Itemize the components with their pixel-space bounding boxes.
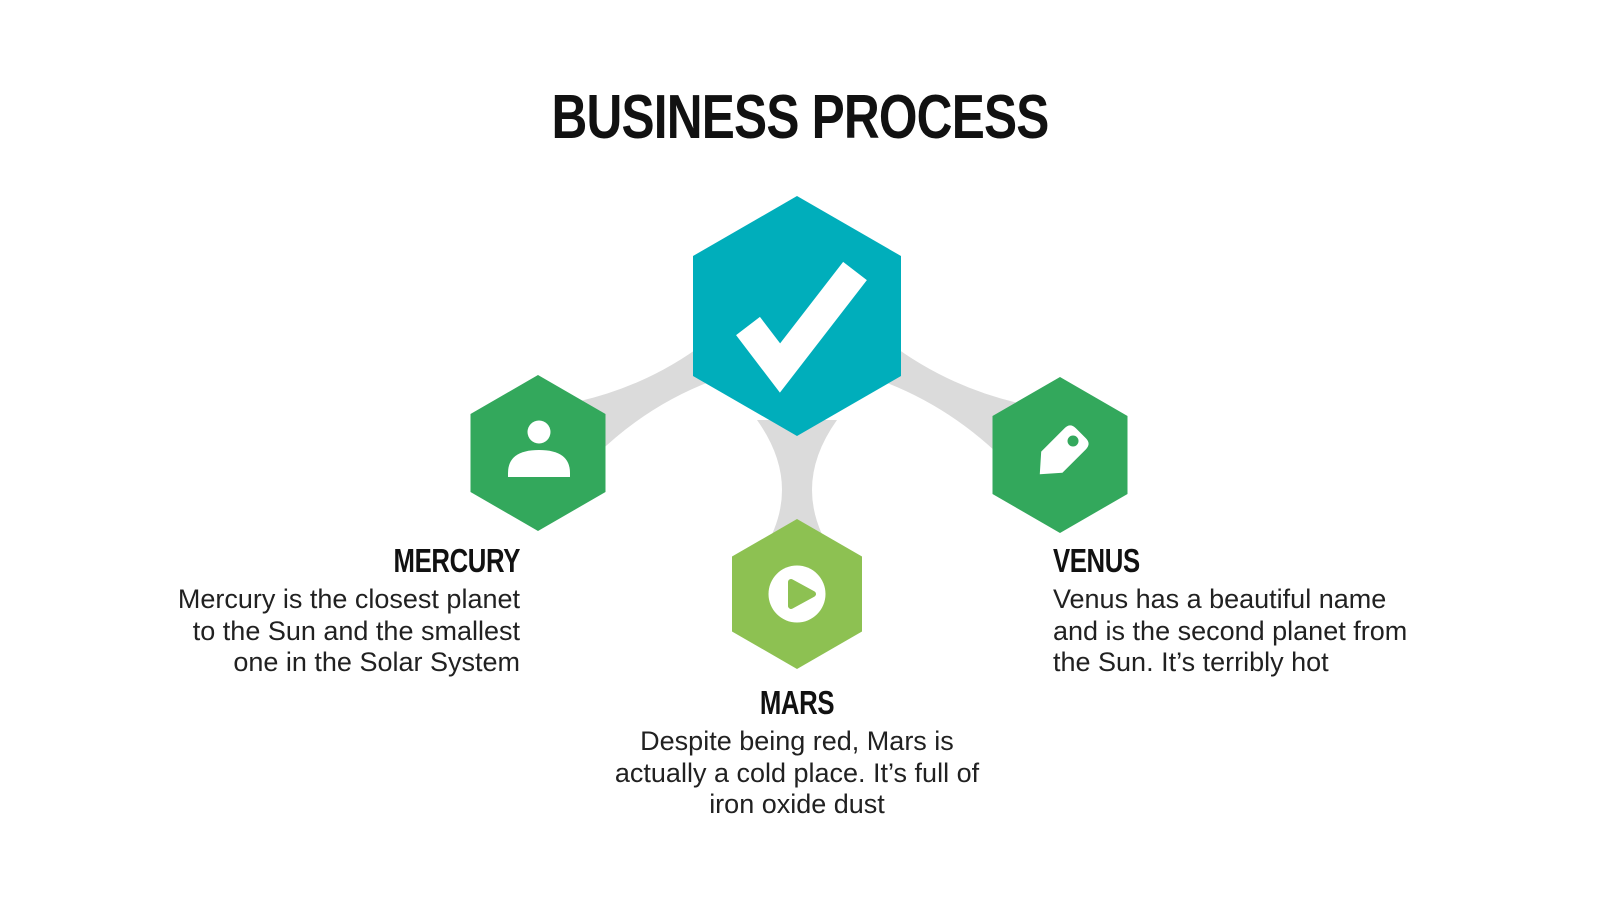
page-title: BUSINESS PROCESS (551, 83, 1049, 152)
play-icon (768, 565, 826, 623)
person-body (508, 450, 570, 477)
mars-title: MARS (759, 684, 835, 721)
mars-description: Despite being red, Mars is actually a co… (614, 726, 980, 819)
person-icon (508, 420, 570, 477)
mercury-description: Mercury is the closest planet to the Sun… (177, 584, 520, 677)
connector-hub-mars (757, 420, 837, 560)
node-venus: VENUS Venus has a beautiful name and is … (1053, 542, 1418, 679)
play-triangle (788, 579, 816, 609)
venus-title: VENUS (1053, 542, 1140, 579)
hub-hexagon (693, 196, 901, 436)
mercury-title: MERCURY (393, 542, 521, 579)
tag-icon (1039, 425, 1089, 475)
person-head (527, 420, 551, 444)
venus-description: Venus has a beautiful name and is the se… (1053, 584, 1408, 677)
node-mercury: MERCURY Mercury is the closest planet to… (160, 542, 521, 679)
node-mars: MARS Despite being red, Mars is actually… (607, 684, 987, 821)
checkmark-icon (736, 261, 867, 393)
